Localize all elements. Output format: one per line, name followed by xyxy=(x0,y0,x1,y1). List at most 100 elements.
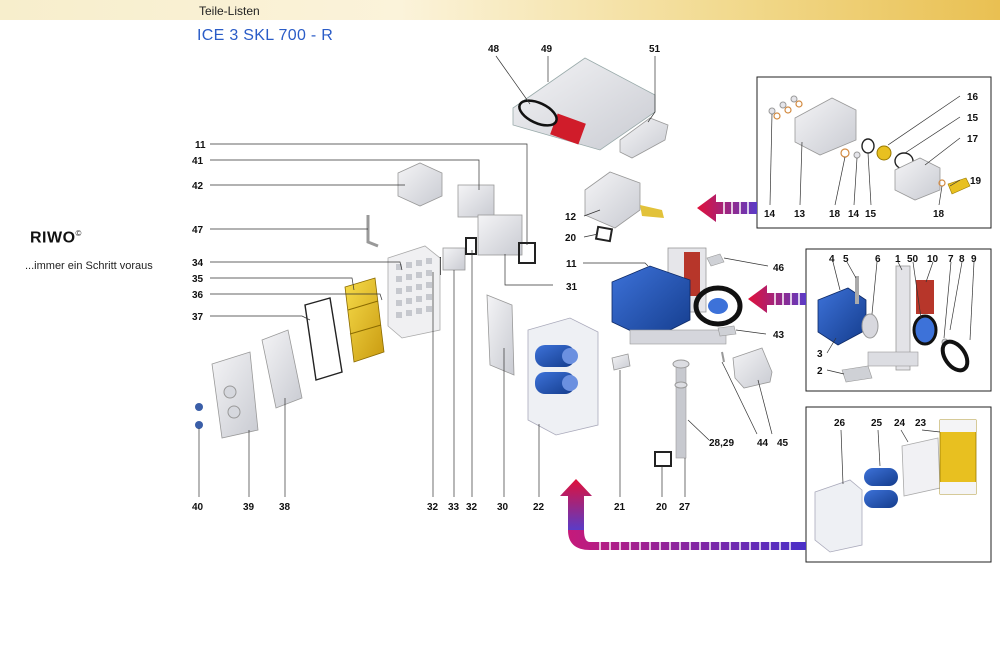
part-label: 7 xyxy=(948,254,954,265)
part-label: 4 xyxy=(829,254,835,265)
red-blue-arrow-icon xyxy=(697,194,757,222)
part-label: 18 xyxy=(829,209,841,220)
part-label: 9 xyxy=(971,254,977,265)
gasket-part xyxy=(594,225,614,243)
part-label: 47 xyxy=(192,225,204,236)
part-label: 1 xyxy=(895,254,901,265)
part-label: 24 xyxy=(894,418,906,429)
leader-lines xyxy=(198,55,975,497)
part-label: 32 xyxy=(466,502,478,513)
cover-plate-part xyxy=(261,329,303,409)
knob-part xyxy=(195,421,203,429)
part-label: 37 xyxy=(192,312,204,323)
part-label: 38 xyxy=(279,502,291,513)
part-label: 15 xyxy=(967,113,979,124)
part-label: 2 xyxy=(817,366,823,377)
part-label: 42 xyxy=(192,181,204,192)
part-label: 33 xyxy=(448,502,460,513)
part-label: 16 xyxy=(967,92,979,103)
gasket-part xyxy=(654,451,672,467)
part-label: 45 xyxy=(777,438,789,449)
part-label: 13 xyxy=(794,209,806,220)
part-label: 46 xyxy=(773,263,785,274)
part-label: 5 xyxy=(843,254,849,265)
filter-mat-part xyxy=(344,277,385,363)
valve-block-part xyxy=(584,171,664,229)
part-label: 19 xyxy=(970,176,982,187)
bracket-part xyxy=(619,117,669,159)
part-label: 17 xyxy=(967,134,979,145)
part-label: 18 xyxy=(933,209,945,220)
part-label: 23 xyxy=(915,418,927,429)
part-label: 43 xyxy=(773,330,785,341)
part-label: 15 xyxy=(865,209,877,220)
motor-assembly-part xyxy=(611,247,743,345)
intake-pipe-part xyxy=(672,359,690,459)
registered-mark: © xyxy=(75,229,82,238)
part-label: 35 xyxy=(192,274,204,285)
part-label: 11 xyxy=(195,140,206,151)
part-label: 12 xyxy=(565,212,577,223)
seal-frame-part xyxy=(304,297,343,381)
part-label: 14 xyxy=(764,209,776,220)
part-label: 26 xyxy=(834,418,846,429)
knob-part xyxy=(195,403,203,411)
front-cover-part xyxy=(211,351,259,439)
brand-slogan: ...immer ein Schritt voraus xyxy=(25,260,153,272)
gasket-part xyxy=(465,237,477,255)
part-label: 20 xyxy=(565,233,577,244)
part-label: 34 xyxy=(192,258,204,269)
part-label: 51 xyxy=(649,44,661,55)
riwo-logo-icon: RIWO© xyxy=(30,229,200,247)
small-bracket-part xyxy=(366,215,379,248)
small-bracket-part xyxy=(706,253,725,267)
part-label: 44 xyxy=(757,438,769,449)
part-label: 11 xyxy=(566,259,577,270)
part-label: 10 xyxy=(927,254,939,265)
part-label: 22 xyxy=(533,502,545,513)
part-label: 31 xyxy=(566,282,578,293)
part-label: 27 xyxy=(679,502,691,513)
part-label: 32 xyxy=(427,502,439,513)
part-label: 48 xyxy=(488,44,500,55)
cable-part xyxy=(721,351,725,363)
part-label: 41 xyxy=(192,156,204,167)
junction-box-part xyxy=(397,162,443,207)
adapter-part xyxy=(442,247,466,271)
part-label: 6 xyxy=(875,254,881,265)
mount-block-part xyxy=(457,184,495,218)
part-label: 8 xyxy=(959,254,965,265)
part-label: 30 xyxy=(497,502,509,513)
filter-detail-parts xyxy=(814,419,977,553)
part-label: 36 xyxy=(192,290,204,301)
page-title: ICE 3 SKL 700 - R xyxy=(197,27,334,44)
red-blue-arrow-icon xyxy=(560,479,806,550)
part-label: 28,29 xyxy=(709,438,734,449)
small-bracket-part xyxy=(717,325,737,337)
part-label: 3 xyxy=(817,349,823,360)
part-label: 49 xyxy=(541,44,553,55)
valve-detail-parts xyxy=(768,95,971,201)
logo-text: RIWO xyxy=(30,229,76,247)
drive-detail-parts xyxy=(817,265,970,383)
part-label: 50 xyxy=(907,254,919,265)
motor-cover-part xyxy=(732,347,773,389)
part-label: 40 xyxy=(192,502,204,513)
part-label: 39 xyxy=(243,502,255,513)
top-cover-part xyxy=(512,57,656,151)
side-plate-part xyxy=(486,294,515,376)
section-label: Teile-Listen xyxy=(199,4,260,18)
brand-block: RIWO© ...immer ein Schritt voraus xyxy=(25,229,200,272)
top-bar: Teile-Listen xyxy=(0,0,1000,20)
part-label: 20 xyxy=(656,502,668,513)
part-label: 14 xyxy=(848,209,860,220)
clip-part xyxy=(611,353,631,371)
housing-block-part xyxy=(477,214,523,256)
part-labels: 11 41 42 47 34 35 36 37 48 49 51 31 12 2… xyxy=(192,44,982,513)
part-label: 21 xyxy=(614,502,626,513)
red-blue-arrow-icon xyxy=(748,285,806,313)
part-label: 25 xyxy=(871,418,883,429)
grille-part xyxy=(387,245,441,339)
cartridge-housing-part xyxy=(527,317,599,436)
